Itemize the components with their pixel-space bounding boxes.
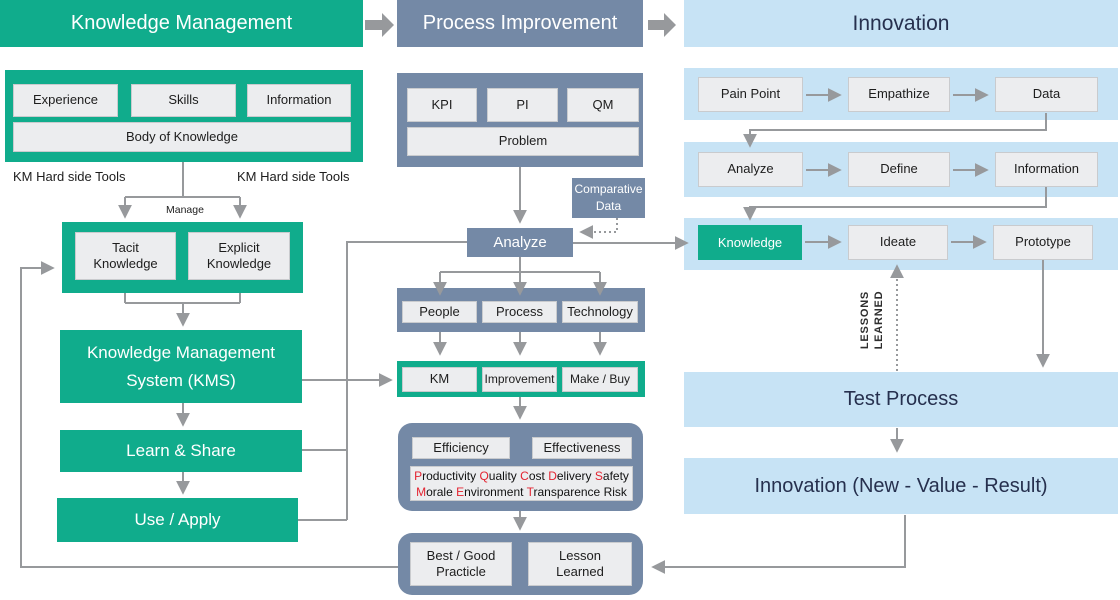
test-process-band: Test Process bbox=[684, 372, 1118, 427]
line-feedback-loop bbox=[20, 261, 398, 568]
process-box: Process bbox=[482, 301, 557, 323]
line-analyze-branches bbox=[440, 255, 600, 273]
learn-share-box: Learn & Share bbox=[60, 430, 302, 472]
qm-box: QM bbox=[567, 88, 639, 122]
explicit-knowledge-box: Explicit Knowledge bbox=[188, 232, 290, 280]
data-box: Data bbox=[995, 77, 1098, 112]
lessons-learned-label: LESSONS LEARNED bbox=[859, 290, 885, 350]
km-hard-side-tools-label-left: KM Hard side Tools bbox=[13, 169, 126, 184]
arrow-result-to-lesson-learned bbox=[651, 515, 906, 574]
people-box: People bbox=[402, 301, 477, 323]
make-buy-box: Make / Buy bbox=[562, 367, 638, 392]
analyze-box: Analyze bbox=[467, 228, 573, 257]
skills-box: Skills bbox=[131, 84, 236, 117]
tacit-knowledge-box: Tacit Knowledge bbox=[75, 232, 176, 280]
header-process-improvement: Process Improvement bbox=[397, 0, 643, 47]
flow-arrow-icon bbox=[648, 13, 676, 37]
comparative-data-box: Comparative Data bbox=[572, 178, 645, 218]
body-of-knowledge-box: Body of Knowledge bbox=[13, 122, 351, 152]
manage-label: Manage bbox=[166, 204, 204, 216]
pi-box: PI bbox=[487, 88, 558, 122]
arrow-comparative-to-analyze bbox=[579, 218, 618, 239]
arrow-data-to-analyze bbox=[743, 113, 1047, 148]
lesson-learned-box: Lesson Learned bbox=[528, 542, 632, 586]
efficiency-box: Efficiency bbox=[412, 437, 510, 459]
information2-box: Information bbox=[995, 152, 1098, 187]
effectiveness-box: Effectiveness bbox=[532, 437, 632, 459]
km-box: KM bbox=[402, 367, 477, 392]
problem-box: Problem bbox=[407, 127, 639, 156]
information-box: Information bbox=[247, 84, 351, 117]
define-box: Define bbox=[848, 152, 950, 187]
line-manage-split bbox=[125, 162, 240, 198]
knowledge-box: Knowledge bbox=[698, 225, 802, 260]
km-hard-side-tools-label-right: KM Hard side Tools bbox=[237, 169, 350, 184]
use-apply-box: Use / Apply bbox=[57, 498, 298, 542]
experience-box: Experience bbox=[13, 84, 118, 117]
best-good-practicle-box: Best / Good Practicle bbox=[410, 542, 512, 586]
kpi-box: KPI bbox=[407, 88, 477, 122]
quality-factors-line2: Morale Environment Transparence Risk bbox=[416, 484, 627, 499]
technology-box: Technology bbox=[562, 301, 638, 323]
kms-box: Knowledge Management System (KMS) bbox=[60, 330, 302, 403]
flow-arrow-icon bbox=[365, 13, 394, 37]
empathize-box: Empathize bbox=[848, 77, 950, 112]
innovation-result-band: Innovation (New - Value - Result) bbox=[684, 458, 1118, 514]
header-knowledge-management: Knowledge Management bbox=[0, 0, 363, 47]
header-innovation: Innovation bbox=[684, 0, 1118, 47]
ideate-box: Ideate bbox=[848, 225, 948, 260]
analyze2-box: Analyze bbox=[698, 152, 803, 187]
prototype-box: Prototype bbox=[993, 225, 1093, 260]
line-join-to-kms bbox=[124, 293, 241, 304]
quality-factors-box: Productivity Quality Cost Delivery Safet… bbox=[410, 466, 633, 501]
pain-point-box: Pain Point bbox=[698, 77, 803, 112]
quality-factors-line1: Productivity Quality Cost Delivery Safet… bbox=[414, 468, 629, 483]
arrow-information-to-knowledge bbox=[743, 187, 1047, 221]
improvement-box: Improvement bbox=[482, 367, 557, 392]
line-learn-use-to-analyze bbox=[297, 241, 467, 521]
